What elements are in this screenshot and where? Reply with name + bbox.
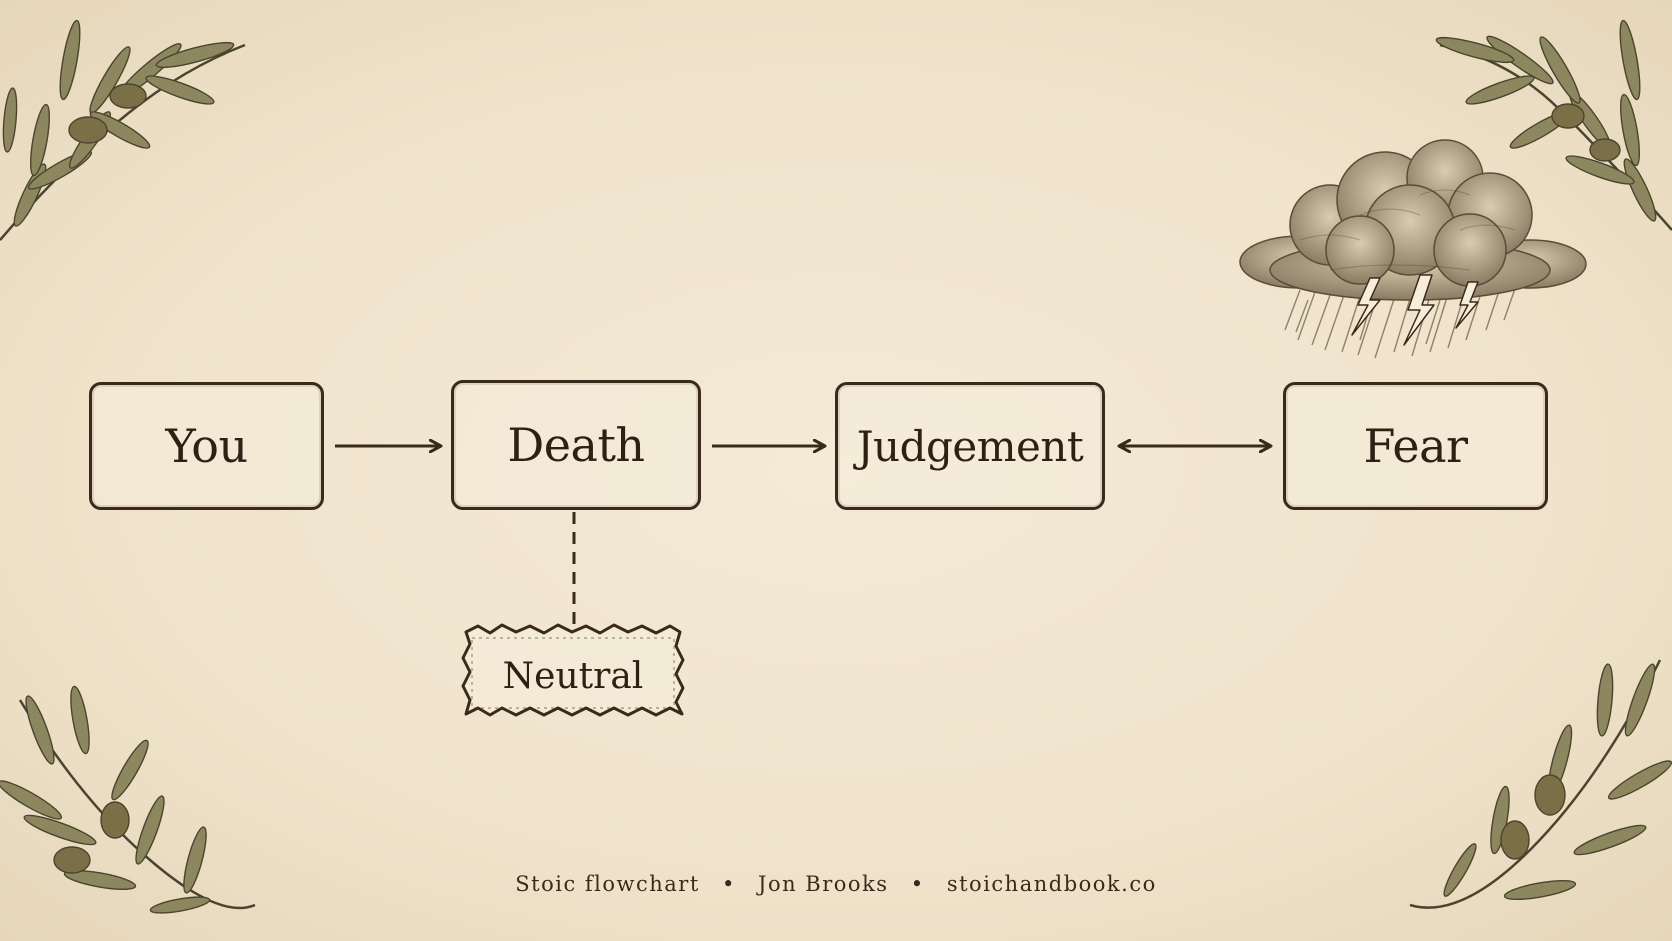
node-fear: Fear xyxy=(1283,382,1548,510)
node-death-label: Death xyxy=(507,418,645,472)
footer-separator: • xyxy=(910,872,925,896)
olive-branch-icon-bottom-right xyxy=(1409,659,1672,909)
node-you: You xyxy=(89,382,324,510)
node-judgement-label: Judgement xyxy=(856,421,1084,471)
olive-branch-icon-top-right xyxy=(1435,19,1672,231)
neutral-box xyxy=(461,623,685,717)
olive-branch-icon-bottom-left xyxy=(0,685,256,914)
node-death: Death xyxy=(451,380,701,510)
footer-title: Stoic flowchart xyxy=(515,872,700,896)
footer-author: Jon Brooks xyxy=(758,872,889,896)
node-judgement: Judgement xyxy=(835,382,1105,510)
footer-separator: • xyxy=(721,872,736,896)
node-fear-label: Fear xyxy=(1363,419,1468,473)
node-you-label: You xyxy=(165,419,248,473)
footer-website: stoichandbook.co xyxy=(946,872,1157,896)
footer-credit: Stoic flowchart • Jon Brooks • stoichand… xyxy=(0,872,1672,896)
storm-cloud-icon xyxy=(1239,139,1587,359)
node-neutral-label: Neutral xyxy=(502,655,644,697)
olive-branch-icon-top-left xyxy=(0,19,246,241)
